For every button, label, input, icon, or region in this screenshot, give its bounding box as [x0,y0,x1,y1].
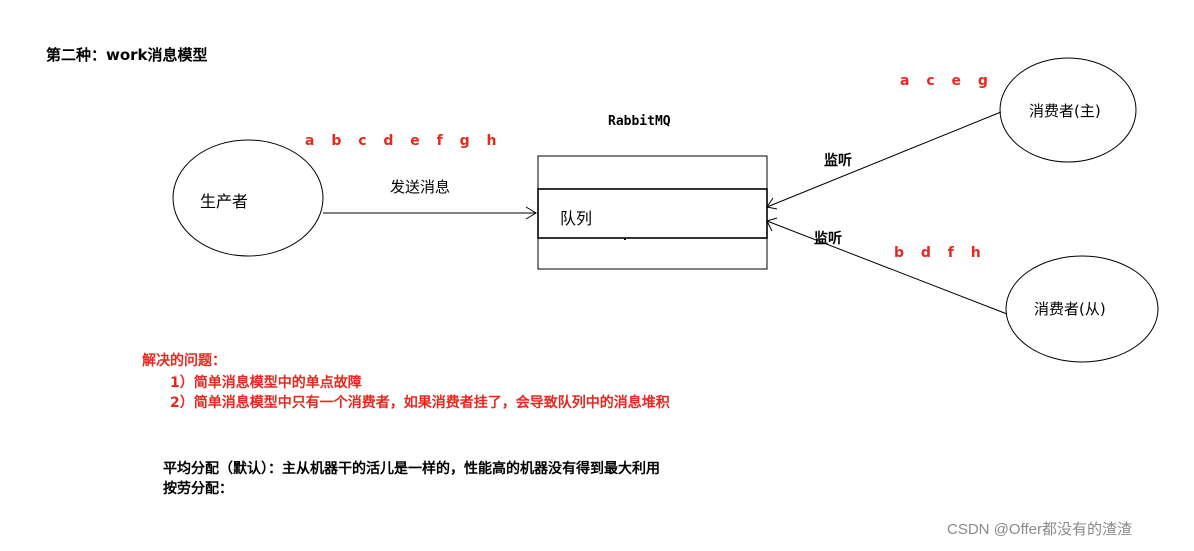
send-label: 发送消息 [390,178,451,196]
listen-label-main: 监听 [824,153,852,169]
problem-item-2: 2）简单消息模型中只有一个消费者，如果消费者挂了，会导致队列中的消息堆积 [170,395,670,411]
consumer-main-node [999,57,1137,163]
stray-dot [624,238,626,240]
messages-main: a c e g [900,73,994,89]
consumer-sub-node [1005,255,1159,363]
producer-label: 生产者 [200,192,249,211]
problem-item-1: 1）简单消息模型中的单点故障 [170,375,362,391]
rabbitmq-label: RabbitMQ [608,114,671,129]
problems-title: 解决的问题： [142,353,226,369]
listen-arrow-main [766,111,1002,210]
diagram-title: 第二种：work消息模型 [46,46,208,64]
consumer-main-label: 消费者(主) [1029,102,1101,120]
note-line-1: 平均分配（默认）：主从机器干的活儿是一样的，性能高的机器没有得到最大利用 [163,461,660,477]
watermark: CSDN @Offer都没有的渣渣 [947,521,1132,538]
send-arrow [323,206,537,220]
messages-all: a b c d e f g h [305,133,503,149]
messages-sub: b d f h [894,245,987,261]
producer-node [172,139,324,257]
listen-label-sub: 监听 [814,231,842,247]
consumer-sub-label: 消费者(从) [1034,300,1106,318]
listen-arrow-sub [766,217,1008,315]
queue-label: 队列 [560,209,593,228]
note-line-2: 按劳分配： [163,481,233,497]
queue-box [537,188,768,239]
